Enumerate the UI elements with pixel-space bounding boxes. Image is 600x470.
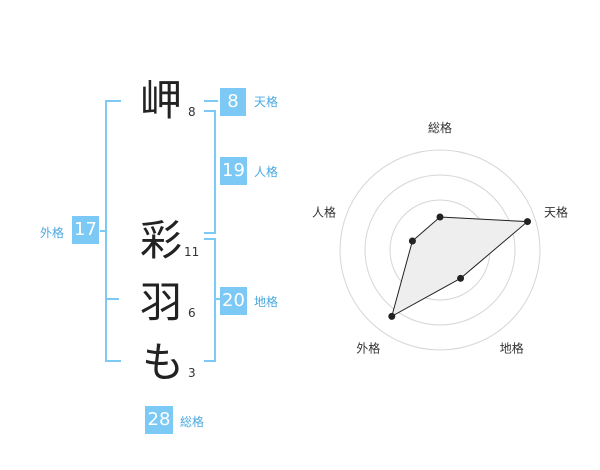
char-2: 彩: [140, 216, 183, 265]
radar-axis-label-4: 外格: [356, 341, 380, 356]
char-3-strokes: 6: [188, 306, 196, 320]
gaikaku-bracket: [105, 100, 121, 362]
jinkaku-bracket: [204, 110, 216, 234]
radar-point-2: [523, 218, 531, 226]
chikaku-connector: [214, 298, 220, 300]
radar-axis-label-3: 地格: [500, 341, 524, 356]
char-1: 岬: [140, 76, 183, 125]
soukaku-label: 総格: [180, 415, 205, 429]
char-3: 羽: [140, 278, 183, 327]
radar-point-4: [388, 312, 396, 320]
jinkaku-box: 19: [220, 157, 247, 185]
chikaku-bracket: [204, 238, 216, 362]
tenkaku-box: 8: [220, 88, 246, 116]
chikaku-box: 20: [220, 287, 247, 315]
radar-point-1: [436, 213, 444, 221]
chikaku-label: 地格: [254, 295, 279, 309]
tenkaku-label: 天格: [254, 95, 279, 109]
radar-axis-label-5: 人格: [312, 204, 336, 219]
char-4: も: [142, 338, 185, 387]
radar-axis-label-2: 天格: [544, 204, 568, 219]
radar-axis-label-1: 総格: [428, 120, 452, 135]
tenkaku-connector: [204, 100, 218, 102]
char-4-strokes: 3: [188, 366, 196, 380]
jinkaku-label: 人格: [254, 165, 279, 179]
char-1-strokes: 8: [188, 105, 196, 119]
radar-ring-2: [364, 174, 516, 326]
radar-point-5: [408, 237, 416, 245]
gaikaku-box: 17: [72, 216, 99, 244]
gaikaku-label: 外格: [40, 226, 65, 240]
gaikaku-connector: [100, 230, 106, 232]
radar-polygon: [391, 216, 529, 318]
soukaku-box: 28: [145, 406, 173, 434]
radar-ring-1: [339, 149, 541, 351]
radar-point-3: [457, 274, 465, 282]
char-2-strokes: 11: [184, 245, 200, 259]
gaikaku-bracket-mid: [105, 298, 119, 300]
